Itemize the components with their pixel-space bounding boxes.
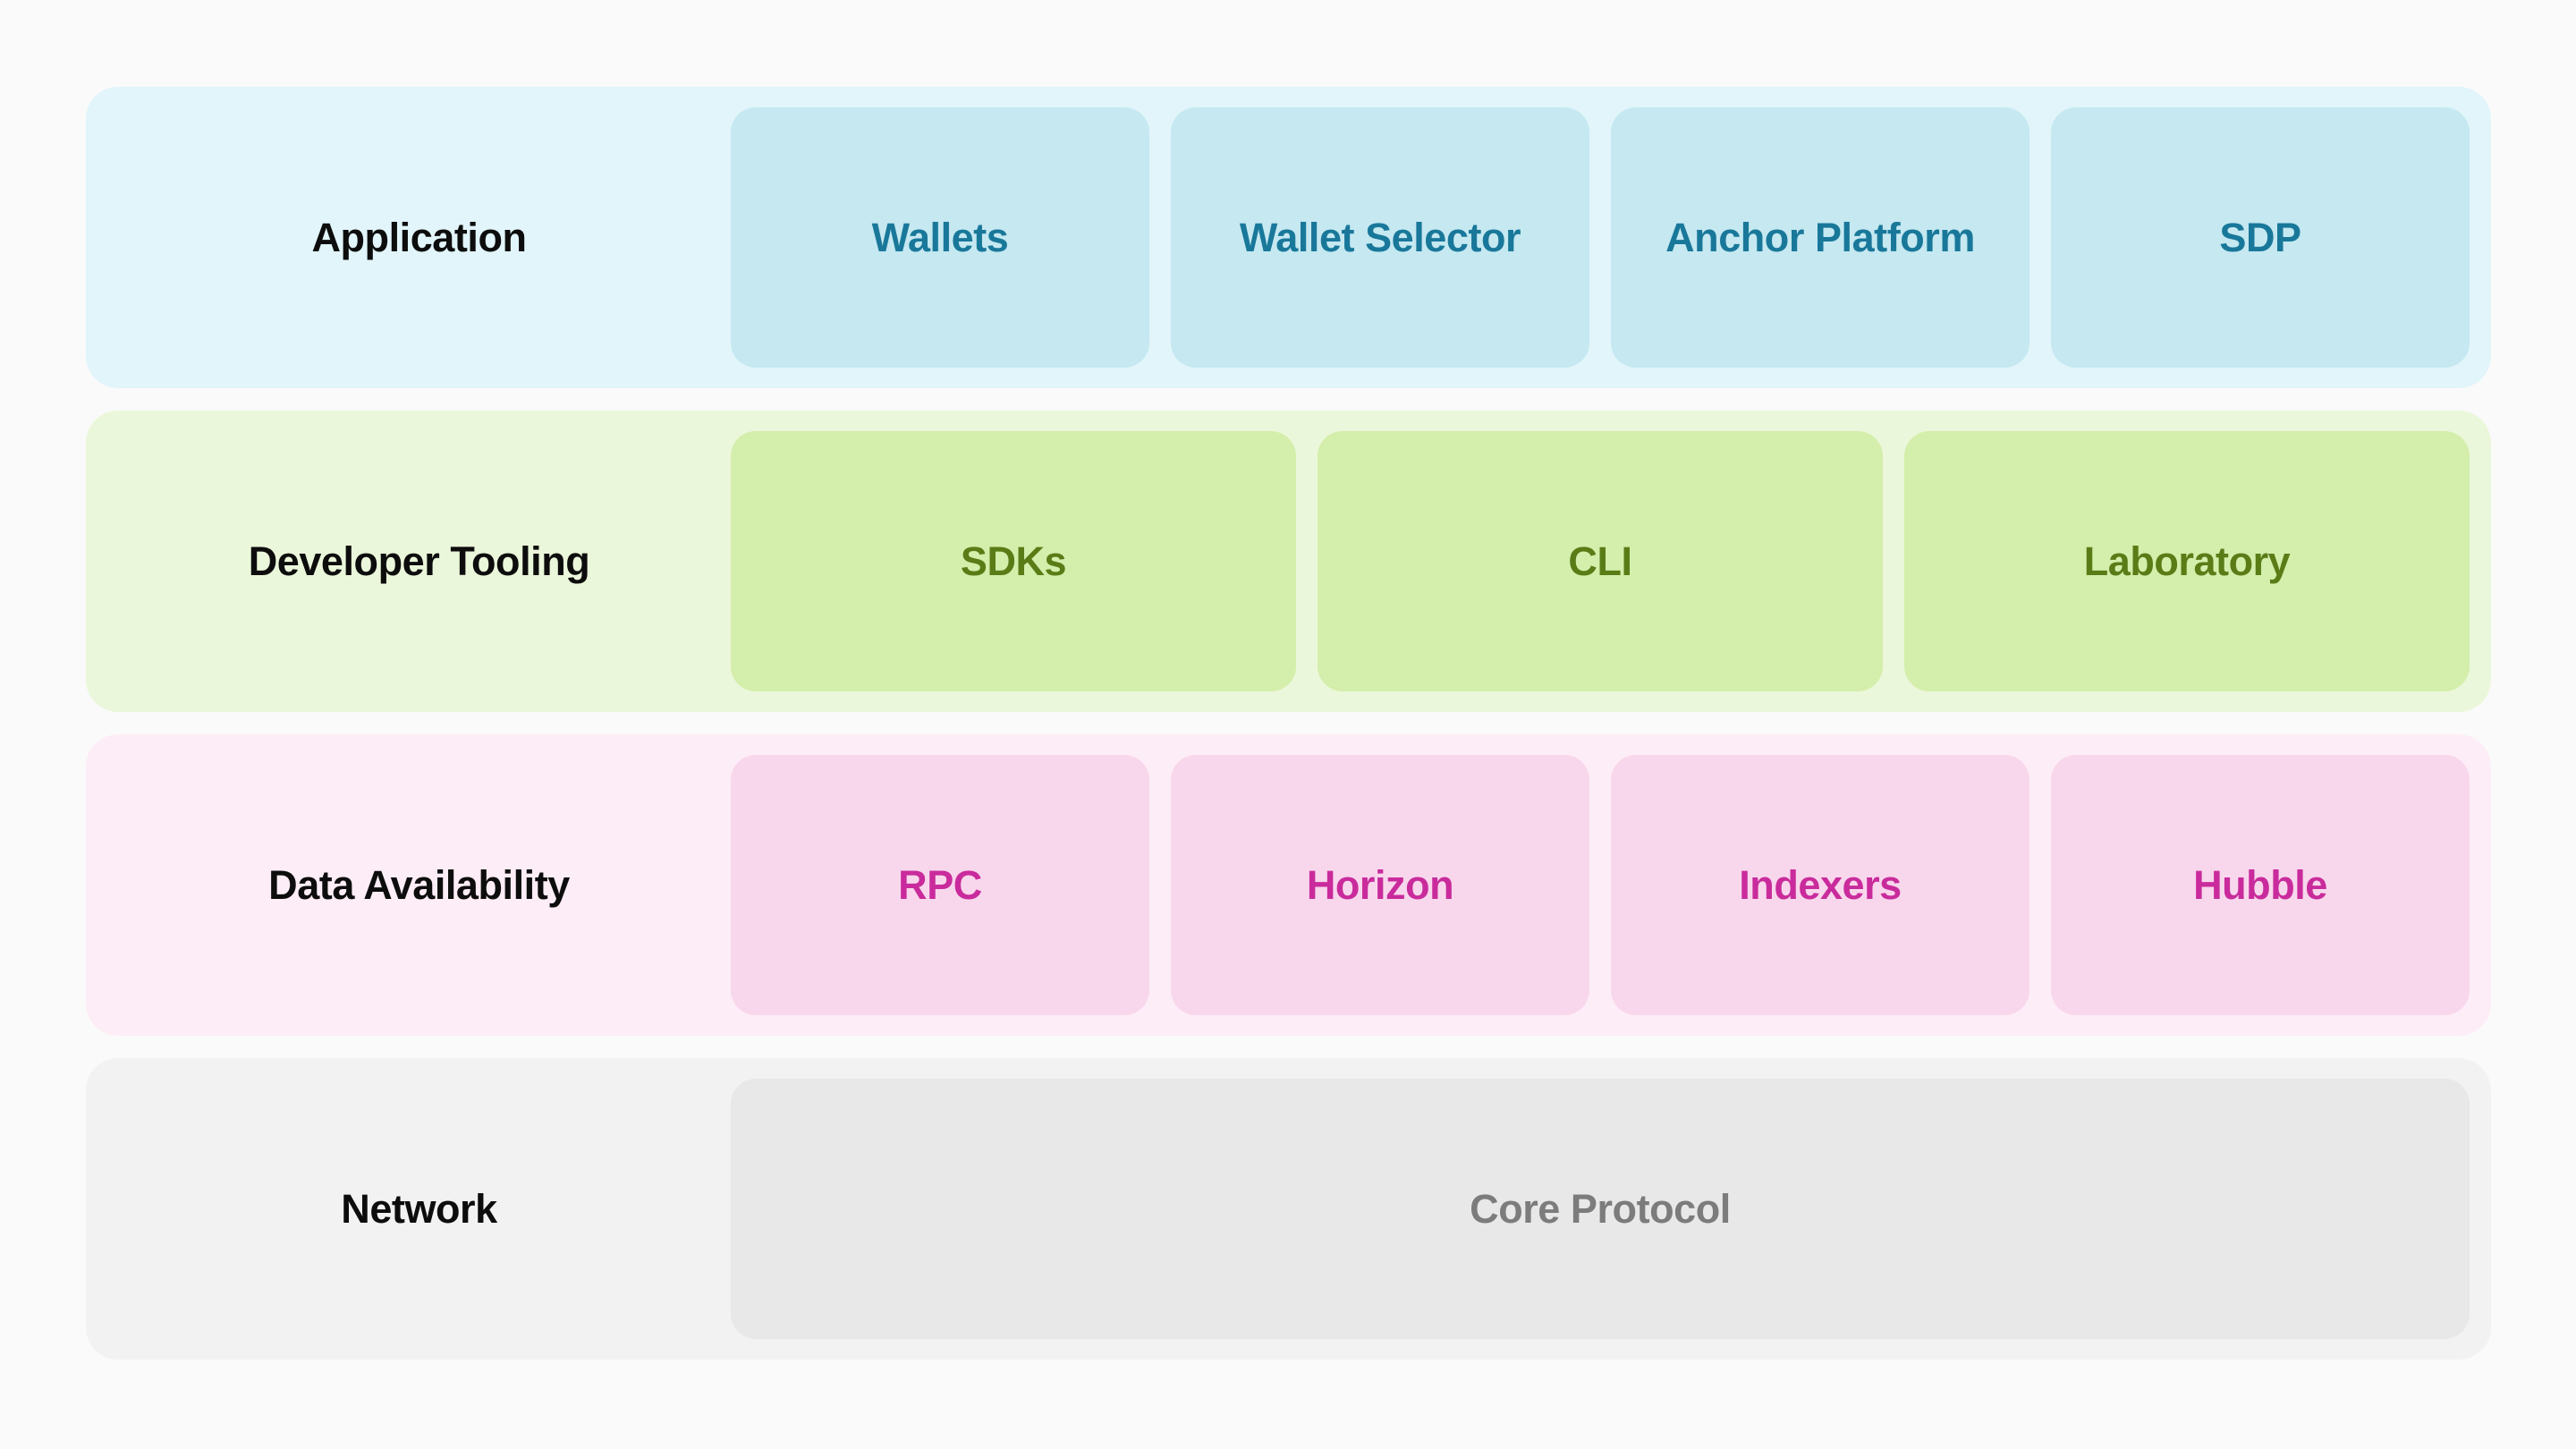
card-cli[interactable]: CLI [1318, 431, 1883, 691]
card-wallet-selector[interactable]: Wallet Selector [1171, 107, 1589, 368]
layer-network-cards: Core Protocol [731, 1079, 2470, 1339]
card-sdp[interactable]: SDP [2051, 107, 2470, 368]
layer-developer-tooling-cards: SDKs CLI Laboratory [731, 431, 2470, 691]
layer-data-availability: Data Availability RPC Horizon Indexers H… [86, 734, 2491, 1036]
layer-label-application: Application [311, 214, 527, 260]
card-anchor-platform[interactable]: Anchor Platform [1611, 107, 2029, 368]
layer-network: Network Core Protocol [86, 1058, 2491, 1360]
architecture-stack-diagram: Application Wallets Wallet Selector Anch… [86, 87, 2491, 1360]
layer-label-data-availability: Data Availability [268, 861, 570, 908]
layer-developer-tooling: Developer Tooling SDKs CLI Laboratory [86, 411, 2491, 712]
layer-label-developer-tooling: Developer Tooling [248, 538, 590, 584]
layer-data-availability-cards: RPC Horizon Indexers Hubble [731, 755, 2470, 1015]
card-indexers[interactable]: Indexers [1611, 755, 2029, 1015]
card-wallets[interactable]: Wallets [731, 107, 1149, 368]
card-rpc[interactable]: RPC [731, 755, 1149, 1015]
layer-application-cards: Wallets Wallet Selector Anchor Platform … [731, 107, 2470, 368]
card-horizon[interactable]: Horizon [1171, 755, 1589, 1015]
layer-application: Application Wallets Wallet Selector Anch… [86, 87, 2491, 388]
layer-label-network: Network [341, 1185, 497, 1232]
card-core-protocol[interactable]: Core Protocol [731, 1079, 2470, 1339]
card-laboratory[interactable]: Laboratory [1904, 431, 2470, 691]
card-sdks[interactable]: SDKs [731, 431, 1296, 691]
card-hubble[interactable]: Hubble [2051, 755, 2470, 1015]
